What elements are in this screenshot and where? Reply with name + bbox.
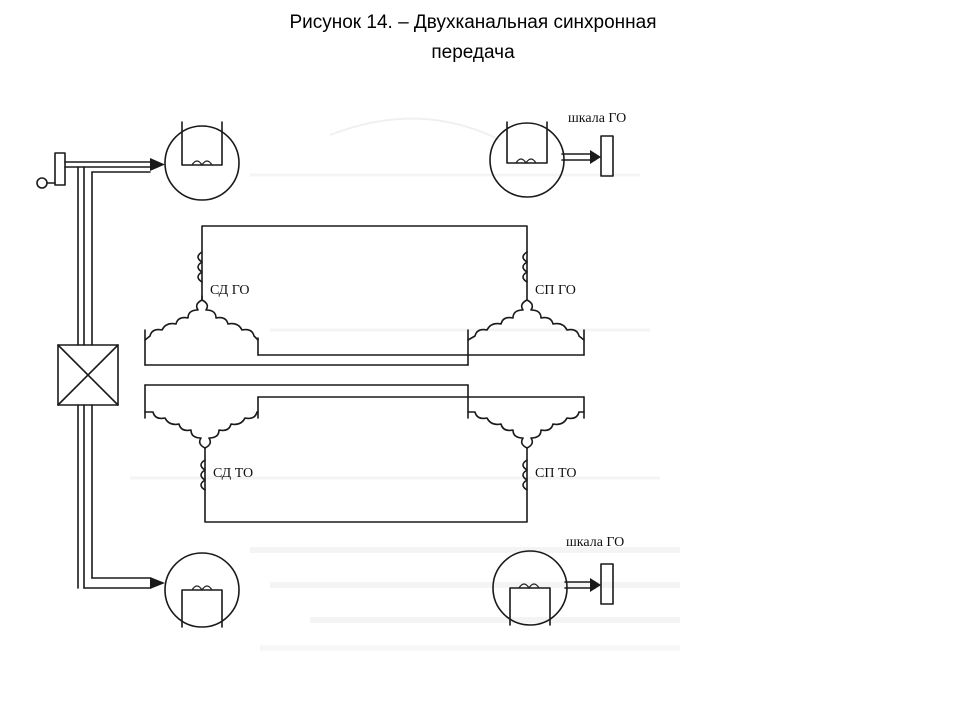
sp-go-stator bbox=[467, 299, 585, 366]
label-sd-to: СД ТО bbox=[213, 466, 253, 481]
sd-go-rotor-coil bbox=[197, 251, 203, 283]
caption-line-2: передача bbox=[431, 42, 515, 63]
scale-label-bottom: шкала ГО bbox=[566, 535, 624, 550]
label-sd-go: СД ГО bbox=[210, 283, 250, 298]
background-bleed bbox=[130, 117, 680, 651]
caption-line-1: Рисунок 14. – Двухканальная синхронная bbox=[289, 12, 657, 33]
sd-to-rotor-coil bbox=[200, 459, 206, 491]
sp-to-stator bbox=[467, 384, 585, 449]
sd-go-stator bbox=[144, 295, 259, 366]
rotor-bottom-right: шкала ГО bbox=[492, 535, 624, 626]
label-sp-to: СП ТО bbox=[535, 466, 576, 481]
rotor-top-right: шкала ГО bbox=[489, 111, 626, 198]
sd-to-stator bbox=[144, 384, 259, 449]
input-shafts bbox=[77, 166, 151, 346]
label-sp-go: СП ГО bbox=[535, 283, 576, 298]
sp-go-rotor-coil bbox=[522, 251, 528, 283]
differential-box bbox=[57, 344, 119, 406]
figure-caption: Рисунок 14. – Двухканальная синхронная п… bbox=[0, 8, 946, 68]
channel-to: СД ТО СП ТО bbox=[144, 384, 585, 523]
output-shafts bbox=[77, 404, 165, 589]
rotor-bottom-left bbox=[164, 552, 240, 628]
scale-label-top: шкала ГО bbox=[568, 111, 626, 126]
channel-go: СД ГО СП ГО bbox=[144, 225, 585, 366]
sp-to-rotor-coil bbox=[522, 459, 528, 491]
input-handwheel bbox=[36, 152, 165, 189]
rotor-top-left bbox=[164, 121, 240, 201]
